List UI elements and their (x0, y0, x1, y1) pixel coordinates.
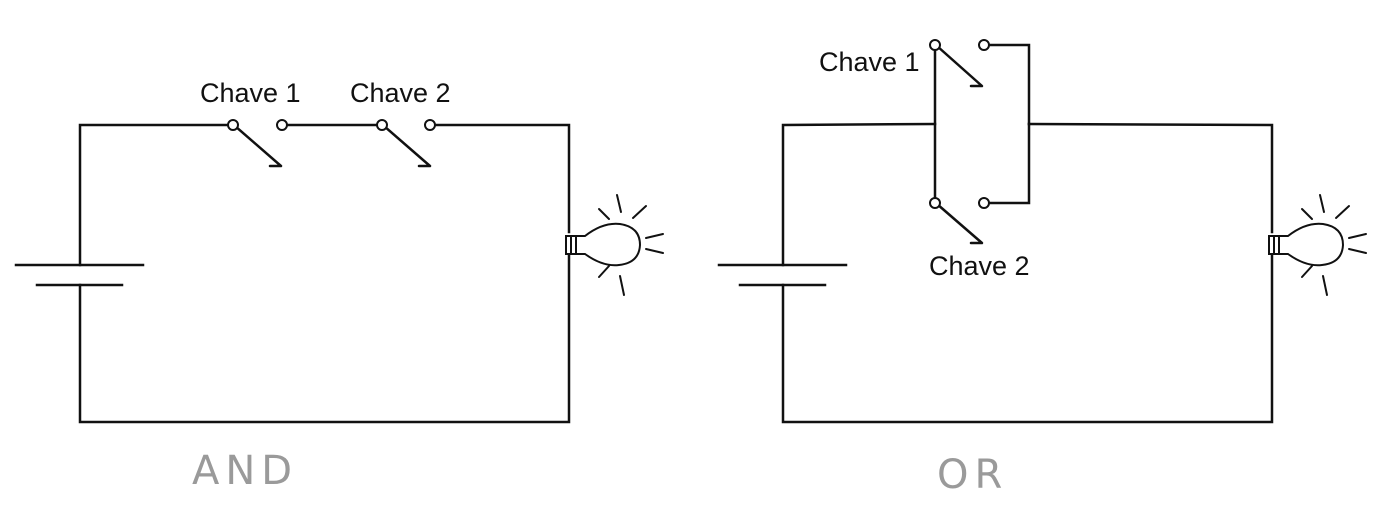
or-battery-icon (717, 263, 848, 287)
or-wire-top-left (781, 122, 937, 267)
and-battery-icon (14, 263, 145, 287)
and-wire-right-bottom (78, 254, 571, 424)
and-wire-top-right (433, 123, 571, 234)
and-wire-top-left (78, 123, 230, 267)
and-switch-2 (376, 119, 436, 168)
or-branch-right-bottom (987, 122, 1031, 205)
and-circuit: Chave 1 Chave 2 AND (14, 78, 664, 494)
or-switch-1 (929, 39, 990, 88)
or-switch-2 (929, 197, 990, 245)
or-switch-2-label: Chave 2 (929, 251, 1030, 281)
and-switch-2-label: Chave 2 (350, 78, 451, 108)
or-wire-top-right (1027, 122, 1274, 234)
or-lamp-icon (1268, 194, 1367, 296)
and-switch-1-label: Chave 1 (200, 78, 301, 108)
or-caption: OR (937, 452, 1008, 498)
or-wire-right-bottom (781, 254, 1274, 424)
or-switch-1-label: Chave 1 (819, 47, 920, 77)
or-branch-right-top (987, 43, 1031, 126)
and-switch-1 (227, 119, 288, 168)
or-circuit: Chave 1 Chave 2 OR (717, 39, 1367, 498)
and-lamp-icon (565, 194, 664, 296)
and-caption: AND (192, 448, 298, 494)
